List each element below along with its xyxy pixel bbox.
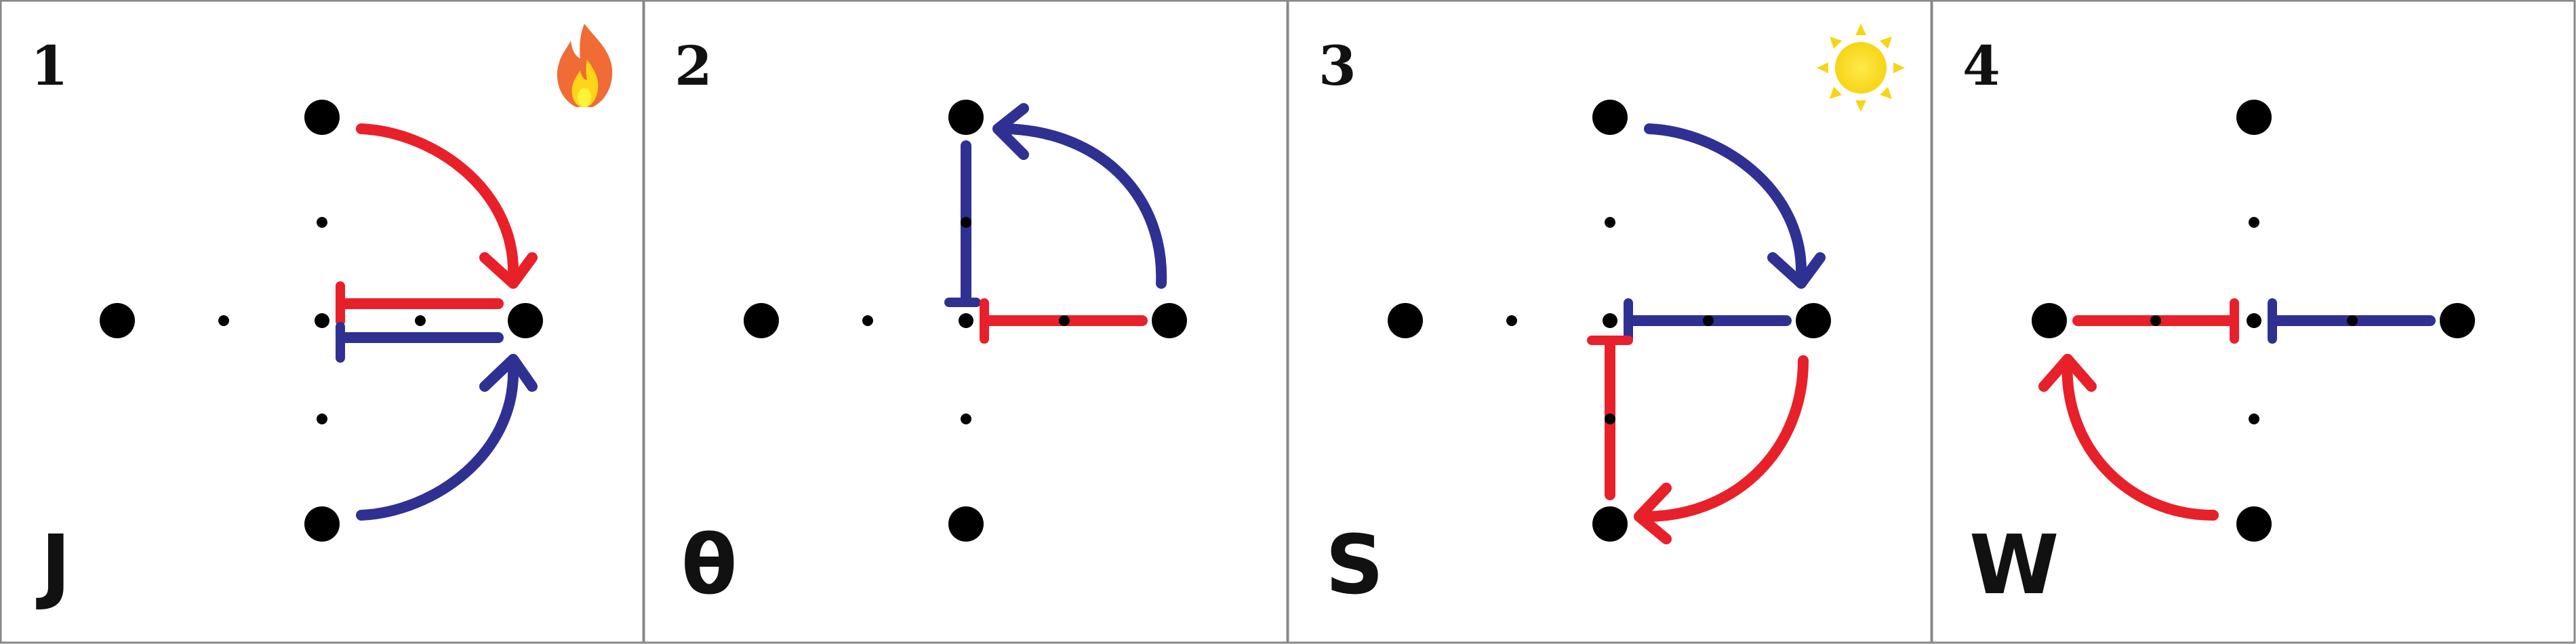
blue-arrowhead: [1767, 252, 1826, 289]
midpoint-dot: [961, 414, 971, 424]
panel-number: 4: [1963, 34, 2000, 98]
panel-number: 3: [1319, 34, 1356, 98]
node: [508, 303, 543, 338]
node: [744, 303, 779, 338]
midpoint-dot: [1605, 414, 1615, 424]
midpoint-dot: [1605, 217, 1615, 228]
blue-arrow: [1644, 123, 1807, 280]
panel-number: 2: [675, 34, 712, 98]
node: [1592, 506, 1628, 542]
node: [1152, 303, 1187, 338]
blue-arrowhead: [992, 103, 1029, 160]
midpoint-dot: [862, 315, 873, 326]
panel-letter: S: [1325, 519, 1384, 613]
node: [948, 506, 984, 542]
fire-icon: [557, 24, 613, 107]
midpoint-dot: [959, 313, 973, 328]
midpoint-dot: [2150, 315, 2161, 326]
blue-arrow: [356, 364, 519, 521]
blue-arrowhead: [479, 354, 538, 392]
midpoint-dot: [1703, 315, 1714, 326]
red-arrow: [356, 123, 519, 280]
panel-letter: W: [1969, 519, 2059, 613]
node: [2032, 303, 2067, 338]
midpoint-dot: [2347, 315, 2358, 326]
node: [304, 506, 340, 542]
node: [2440, 303, 2475, 338]
node: [2236, 506, 2272, 542]
panel-letter: J: [36, 519, 71, 613]
node: [100, 303, 135, 338]
blue-arrow: [1001, 123, 1167, 289]
midpoint-dot: [2249, 217, 2259, 228]
midpoint-dot: [1603, 313, 1617, 328]
node: [1592, 100, 1628, 135]
panel-3: 3: [1287, 0, 1933, 644]
midpoint-dot: [961, 217, 971, 228]
midpoint-dot: [2247, 313, 2261, 328]
red-arrowhead: [2038, 354, 2097, 392]
panel-number: 1: [31, 34, 68, 98]
node: [1796, 303, 1831, 338]
midpoint-dot: [218, 315, 229, 326]
midpoint-dot: [317, 414, 327, 424]
node: [948, 100, 984, 135]
panel-letter: θ: [681, 519, 737, 613]
red-arrowhead: [479, 252, 538, 289]
midpoint-dot: [317, 217, 327, 228]
midpoint-dot: [415, 315, 426, 326]
panel-1: 1 J: [0, 0, 645, 644]
red-arrow: [1642, 355, 1809, 522]
node: [2236, 100, 2272, 135]
red-arrowhead: [1634, 483, 1672, 544]
panel-2: 2 θ: [643, 0, 1289, 644]
node: [1388, 303, 1423, 338]
red-arrow: [2061, 354, 2219, 521]
node: [304, 100, 340, 135]
panel-4: 4 W: [1931, 0, 2576, 644]
midpoint-dot: [315, 313, 329, 328]
midpoint-dot: [2249, 414, 2259, 424]
midpoint-dot: [1506, 315, 1517, 326]
sun-icon: [1817, 24, 1905, 112]
midpoint-dot: [1059, 315, 1070, 326]
